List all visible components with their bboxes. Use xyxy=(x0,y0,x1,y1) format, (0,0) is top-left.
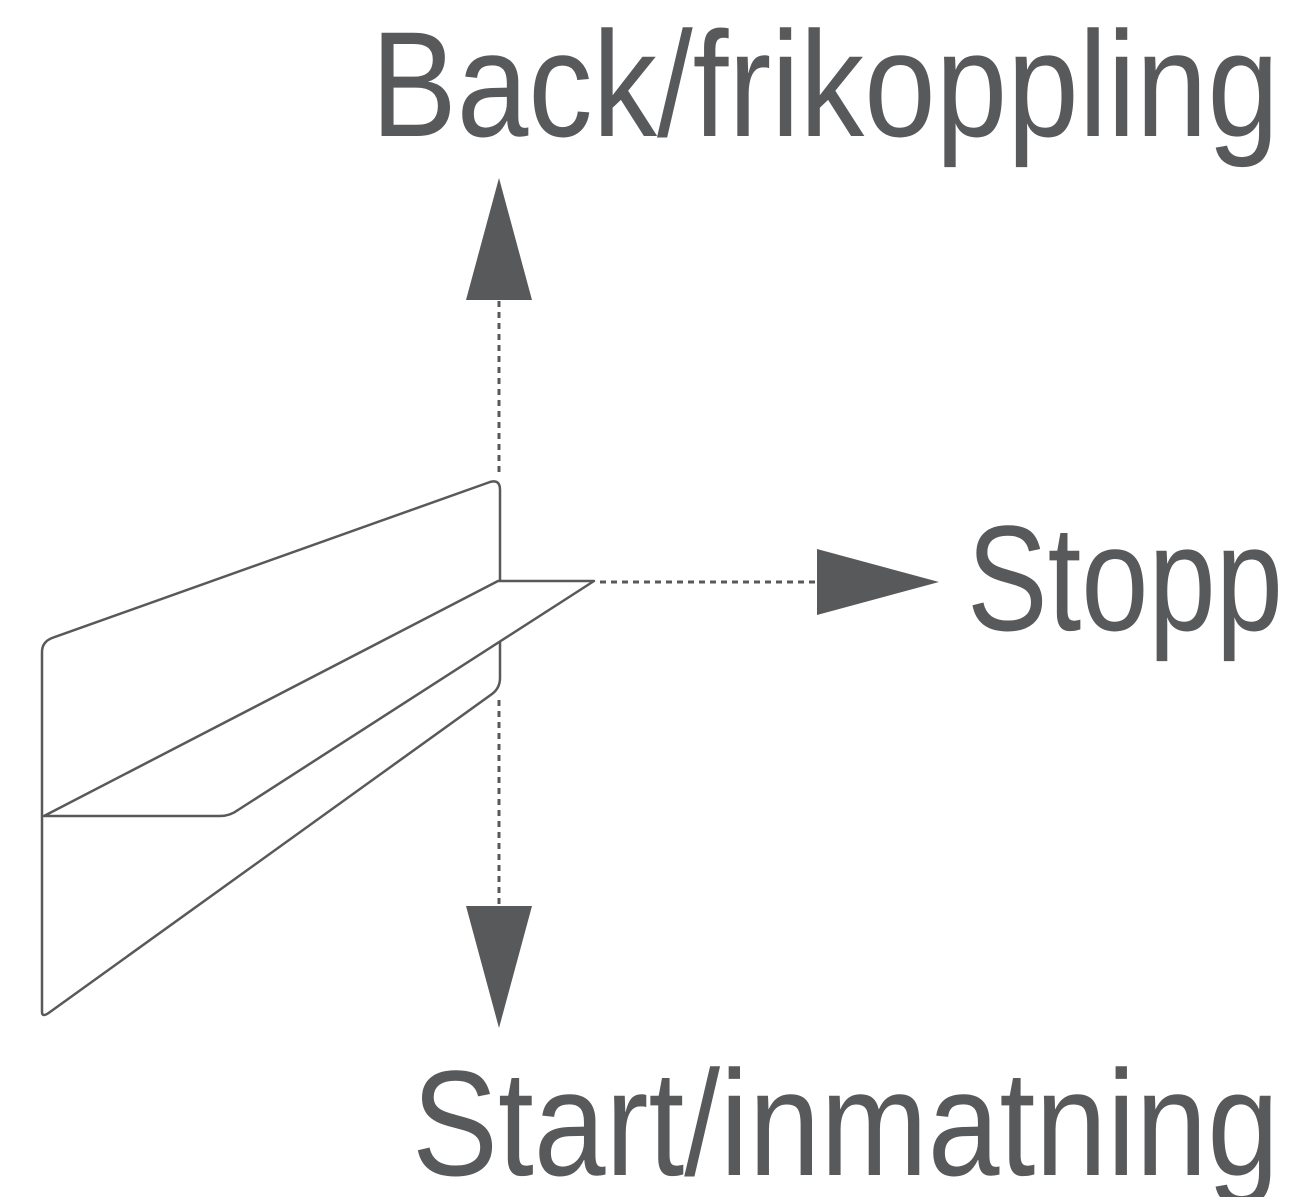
label-stop: Stopp xyxy=(967,494,1283,662)
label-back-release: Back/frikoppling xyxy=(371,0,1279,168)
switch-tray-panel xyxy=(42,579,596,818)
arrow-up-icon xyxy=(466,178,532,472)
label-start-feed: Start/inmatning xyxy=(412,1039,1279,1197)
arrow-up-head xyxy=(466,178,532,300)
arrow-right-head xyxy=(817,549,939,615)
rocker-switch-icon xyxy=(40,480,596,1017)
arrow-down-head xyxy=(466,906,532,1028)
arrow-right-icon xyxy=(600,549,939,615)
arrow-down-icon xyxy=(466,700,532,1028)
